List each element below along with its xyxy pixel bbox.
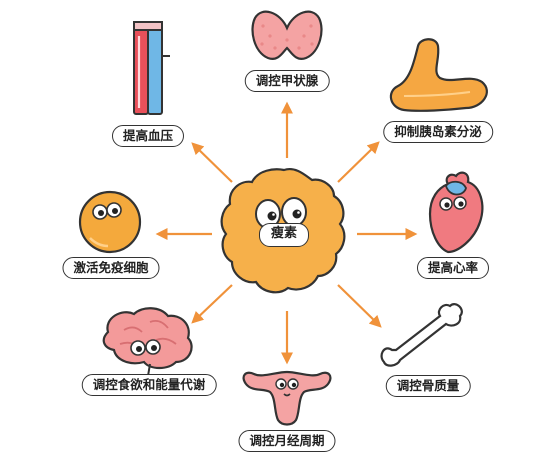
label-heart: 提高心率 bbox=[416, 257, 490, 279]
arrow-to-bone bbox=[337, 284, 382, 328]
bone-icon bbox=[380, 303, 463, 367]
thyroid-icon bbox=[251, 10, 323, 60]
label-pancreas: 抑制胰岛素分泌 bbox=[383, 121, 493, 143]
arrow-to-blood-vessel bbox=[191, 142, 233, 183]
blood-vessel-icon bbox=[133, 21, 170, 115]
label-uterus: 调控月经周期 bbox=[238, 430, 336, 452]
label-bone: 调控骨质量 bbox=[385, 375, 471, 397]
label-brain: 调控食欲和能量代谢 bbox=[81, 374, 217, 396]
arrow-to-brain bbox=[191, 284, 233, 324]
arrows bbox=[155, 101, 418, 365]
leptin-label: 瘦素 bbox=[258, 223, 310, 247]
label-immune-cell: 激活免疫细胞 bbox=[62, 257, 160, 279]
immune-cell-icon bbox=[78, 190, 142, 254]
arrow-to-pancreas bbox=[337, 141, 380, 183]
brain-icon bbox=[102, 307, 193, 377]
label-thyroid: 调控甲状腺 bbox=[244, 70, 330, 92]
uterus-icon bbox=[242, 370, 332, 426]
heart-icon bbox=[428, 171, 484, 254]
label-blood-vessel: 提高血压 bbox=[111, 125, 185, 147]
pancreas-icon bbox=[389, 38, 488, 112]
